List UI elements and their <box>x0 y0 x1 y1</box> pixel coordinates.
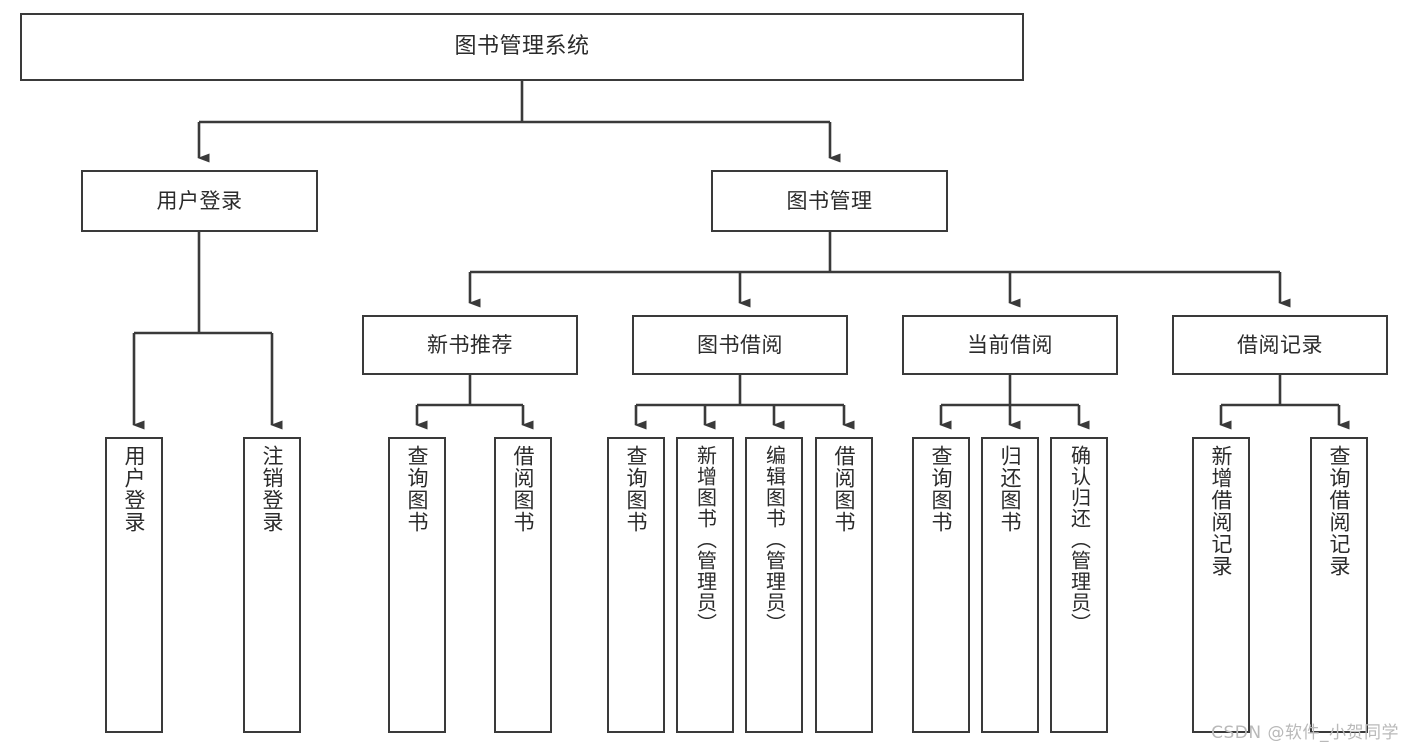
node-book-borrow[interactable]: 图书借阅 <box>632 315 848 375</box>
node-current-borrow[interactable]: 当前借阅 <box>902 315 1118 375</box>
node-leaf-add-book-admin[interactable]: 新增图书（管理员） <box>676 437 734 733</box>
node-label: 新增借阅记录 <box>1209 445 1234 577</box>
node-leaf-borrow-book-recommend[interactable]: 借阅图书 <box>494 437 552 733</box>
node-label: 查询图书 <box>624 445 649 533</box>
node-label: 查询图书 <box>929 445 954 533</box>
node-new-book-recommend[interactable]: 新书推荐 <box>362 315 578 375</box>
node-borrow-record[interactable]: 借阅记录 <box>1172 315 1388 375</box>
node-leaf-confirm-return-admin[interactable]: 确认归还（管理员） <box>1050 437 1108 733</box>
node-leaf-query-book-recommend[interactable]: 查询图书 <box>388 437 446 733</box>
node-label: 编辑图书（管理员） <box>762 445 787 634</box>
node-label: 图书管理系统 <box>454 34 590 60</box>
node-leaf-borrow-book[interactable]: 借阅图书 <box>815 437 873 733</box>
node-label: 用户登录 <box>156 188 243 213</box>
node-user-login[interactable]: 用户登录 <box>81 170 318 232</box>
node-leaf-add-borrow-record[interactable]: 新增借阅记录 <box>1192 437 1250 733</box>
node-leaf-return-book[interactable]: 归还图书 <box>981 437 1039 733</box>
node-label: 新增图书（管理员） <box>693 445 718 634</box>
node-label: 图书借阅 <box>697 332 783 357</box>
node-leaf-query-book-borrow[interactable]: 查询图书 <box>607 437 665 733</box>
node-label: 归还图书 <box>998 445 1023 533</box>
node-label: 用户登录 <box>122 445 147 533</box>
node-label: 借阅图书 <box>511 445 536 533</box>
node-label: 图书管理 <box>786 188 873 213</box>
node-label: 当前借阅 <box>967 332 1053 357</box>
node-book-management[interactable]: 图书管理 <box>711 170 948 232</box>
node-label: 查询图书 <box>405 445 430 533</box>
node-leaf-query-book-current[interactable]: 查询图书 <box>912 437 970 733</box>
node-leaf-user-logout[interactable]: 注销登录 <box>243 437 301 733</box>
node-leaf-edit-book-admin[interactable]: 编辑图书（管理员） <box>745 437 803 733</box>
csdn-watermark: CSDN @软件_小贺同学 <box>1211 723 1399 743</box>
node-label: 确认归还（管理员） <box>1067 445 1092 634</box>
node-label: 注销登录 <box>260 445 285 533</box>
node-label: 查询借阅记录 <box>1327 445 1352 577</box>
node-label: 借阅图书 <box>832 445 857 533</box>
node-root-book-management-system[interactable]: 图书管理系统 <box>20 13 1024 81</box>
node-label: 借阅记录 <box>1237 332 1323 357</box>
node-label: 新书推荐 <box>427 332 513 357</box>
node-leaf-user-login[interactable]: 用户登录 <box>105 437 163 733</box>
node-leaf-query-borrow-record[interactable]: 查询借阅记录 <box>1310 437 1368 733</box>
